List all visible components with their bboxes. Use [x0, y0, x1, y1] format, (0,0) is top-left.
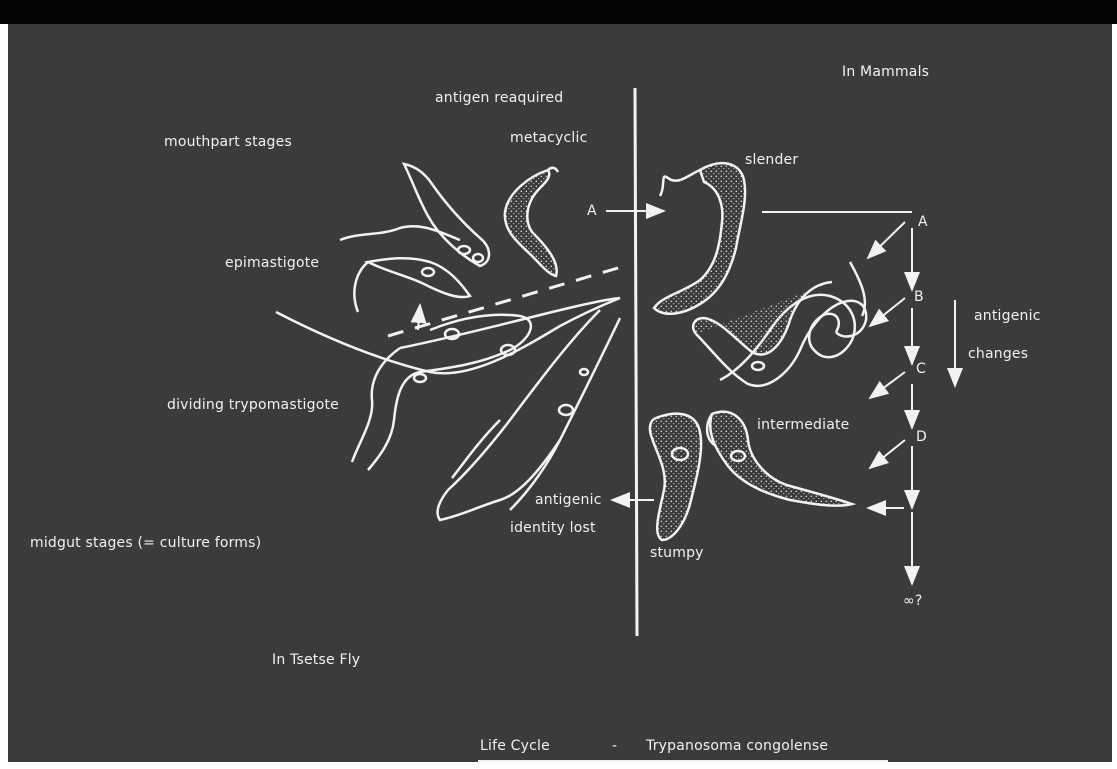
antigen-reacquired-label: antigen reaquired: [435, 90, 563, 107]
metacyclic-trypanosome: [505, 168, 558, 276]
stumpy-trypanosome: [650, 414, 701, 540]
variant-c-label: C: [916, 361, 926, 378]
variant-diag-arrow-3: [870, 372, 905, 398]
title-life-cycle: Life Cycle: [480, 738, 550, 755]
antigenic-changes-line1: antigenic: [974, 308, 1041, 325]
epimastigote-lower: [354, 258, 470, 312]
variant-diag-arrow-2: [870, 298, 905, 326]
metacyclic-label: metacyclic: [510, 130, 587, 147]
intermediate-label: intermediate: [757, 417, 849, 434]
variant-infinity-label: ∞?: [903, 593, 923, 610]
mouthpart-stages-label: mouthpart stages: [164, 134, 292, 151]
variant-diag-arrow-4: [870, 440, 905, 468]
in-tsetse-fly-label: In Tsetse Fly: [272, 652, 360, 669]
variant-b-label: B: [914, 289, 924, 306]
title-dash: -: [612, 738, 617, 755]
stumpy-label: stumpy: [650, 545, 704, 562]
epimastigote-label: epimastigote: [225, 255, 319, 272]
antigenic-changes-line2: changes: [968, 346, 1028, 363]
dividing-trypomastigote-label: dividing trypomastigote: [167, 397, 339, 414]
in-mammals-label: In Mammals: [842, 64, 929, 81]
variant-diag-arrow-1: [868, 222, 905, 258]
host-divider-line: [635, 88, 637, 636]
arrow-a-label: A: [587, 203, 597, 220]
variant-a-label: A: [918, 214, 928, 231]
slender-label: slender: [745, 152, 798, 169]
variant-d-label: D: [916, 429, 927, 446]
epimastigote-upper: [340, 164, 489, 266]
antigenic-identity-lost-line1: antigenic: [535, 492, 602, 509]
title-species: Trypanosoma congolense: [646, 738, 828, 755]
slender-trypomastigote: [654, 163, 745, 314]
midgut-stages-label: midgut stages (= culture forms): [30, 535, 261, 552]
antigenic-identity-lost-line2: identity lost: [510, 520, 596, 537]
